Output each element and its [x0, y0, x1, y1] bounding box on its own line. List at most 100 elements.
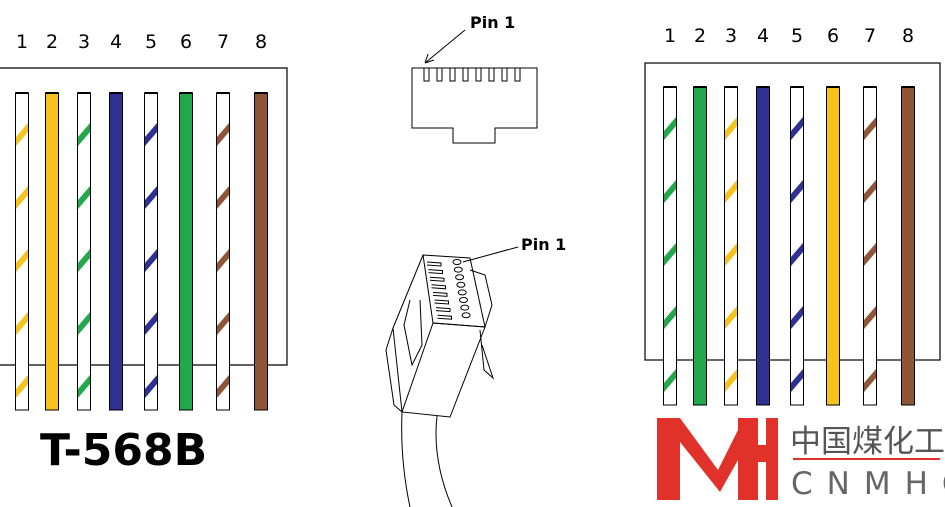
wire-pin-6: [826, 86, 840, 406]
wire-stripe: [864, 243, 876, 266]
wire-stripe: [725, 117, 737, 140]
pin-number: 5: [145, 31, 157, 53]
wire-stripe: [791, 243, 803, 266]
wire-pin-5: [790, 86, 804, 406]
wire-stripe: [145, 186, 157, 209]
wire-stripe: [664, 117, 676, 140]
pin-number: 6: [827, 25, 839, 47]
pin-number: 1: [16, 31, 28, 53]
plug-contact: [434, 299, 449, 305]
plug-contact: [432, 291, 448, 297]
wire-stripe: [791, 369, 803, 392]
plug-contact-slot: [449, 67, 456, 82]
wire-stripe: [145, 375, 157, 398]
wire-pin-1: [663, 86, 677, 406]
wire-pin-8: [901, 86, 915, 406]
wire-stripe: [664, 180, 676, 203]
wire-stripe: [78, 186, 90, 209]
plug-pin: [460, 304, 470, 311]
wire-stripe: [864, 117, 876, 140]
pin-number: 7: [864, 25, 876, 47]
plug-contact-slot: [436, 67, 443, 82]
wire-stripe: [16, 186, 28, 209]
cnmhg-logo: [657, 418, 940, 500]
wire-stripe: [664, 369, 676, 392]
wire-pin-4: [756, 86, 770, 406]
plug-contact: [428, 269, 443, 275]
wire-pin-7: [216, 92, 230, 411]
pin-number: 5: [791, 25, 803, 47]
pin-number: 1: [664, 25, 676, 47]
plug-pin: [453, 266, 463, 273]
wire-stripe: [864, 369, 876, 392]
wire-stripe: [217, 186, 229, 209]
pin-number: 6: [180, 31, 192, 53]
plug-contact-slot: [475, 67, 482, 82]
wire-stripe: [145, 123, 157, 146]
plug-perspective-view: [385, 246, 519, 507]
wire-stripe: [664, 243, 676, 266]
wire-stripe: [145, 312, 157, 335]
wire-stripe: [791, 117, 803, 140]
wire-stripe: [217, 249, 229, 272]
plug-pin: [459, 297, 468, 303]
wire-pin-2: [45, 92, 59, 411]
left-connector-outline: [0, 67, 288, 366]
plug-pin: [455, 274, 465, 281]
wire-stripe: [725, 369, 737, 392]
wire-stripe: [217, 375, 229, 398]
wire-stripe: [145, 249, 157, 272]
wire-stripe: [725, 306, 737, 329]
plug-contact-slot: [514, 67, 521, 82]
pin-number: 7: [217, 31, 229, 53]
wire-stripe: [78, 249, 90, 272]
standard-label: T-568B: [40, 425, 207, 476]
pin-number: 2: [46, 31, 58, 53]
plug-contact: [435, 307, 451, 313]
wire-stripe: [217, 123, 229, 146]
wire-stripe: [791, 180, 803, 203]
wire-stripe: [864, 180, 876, 203]
wire-pin-7: [863, 86, 877, 406]
pin-number: 4: [757, 25, 769, 47]
plug-contact: [437, 314, 452, 320]
wire-stripe: [664, 306, 676, 329]
wire-stripe: [16, 375, 28, 398]
plug-contact: [431, 284, 446, 290]
pin-number: 4: [110, 31, 122, 53]
plug-pin: [457, 289, 467, 296]
wire-pin-3: [724, 86, 738, 406]
pin-number: 3: [78, 31, 90, 53]
wire-stripe: [78, 375, 90, 398]
wire-pin-5: [144, 92, 158, 411]
pin-number: 3: [725, 25, 737, 47]
plug-contact: [426, 261, 442, 267]
wire-stripe: [78, 123, 90, 146]
plug-contact: [429, 276, 445, 282]
plug-front-view: [411, 29, 538, 144]
wire-pin-1: [15, 92, 29, 411]
pin1-label-plug: Pin 1: [521, 235, 566, 254]
wire-pin-3: [77, 92, 91, 411]
pin-number: 8: [902, 25, 914, 47]
wire-stripe: [16, 312, 28, 335]
plug-pin: [452, 259, 462, 265]
wire-stripe: [78, 312, 90, 335]
wire-stripe: [16, 249, 28, 272]
plug-pin: [461, 312, 471, 319]
pin-number: 2: [694, 25, 706, 47]
wire-stripe: [725, 180, 737, 203]
pin-number: 8: [255, 31, 267, 53]
plug-contact-slot: [488, 67, 495, 82]
wire-stripe: [791, 306, 803, 329]
wire-stripe: [864, 306, 876, 329]
wire-pin-8: [254, 92, 268, 411]
wire-pin-4: [109, 92, 123, 411]
logo-english-text: CNMHG: [791, 466, 945, 502]
wire-stripe: [217, 312, 229, 335]
plug-pin: [456, 281, 466, 288]
pin1-label-top: Pin 1: [470, 13, 515, 32]
